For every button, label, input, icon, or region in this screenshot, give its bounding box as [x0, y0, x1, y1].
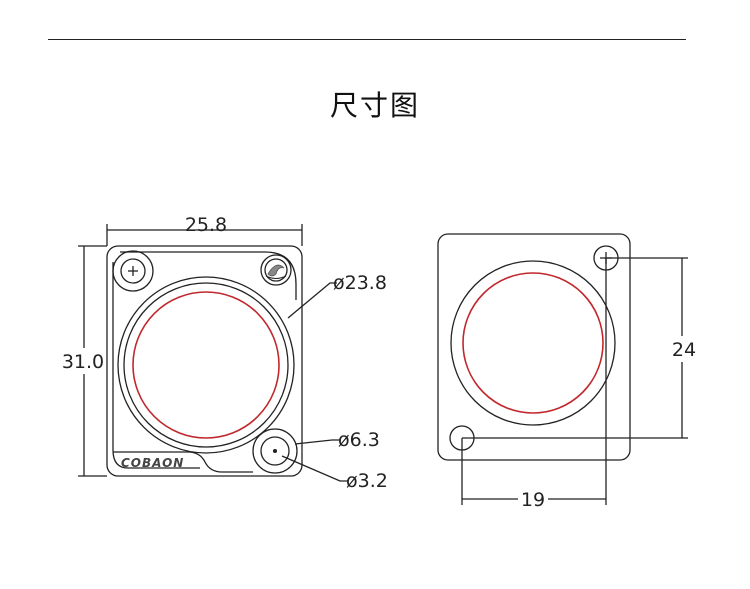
back-plate-outline [437, 233, 631, 461]
front-view: COBAON 25.8 31.0 ø23.8 ø6.3 ø3.2 [62, 214, 388, 492]
height-dimension-label: 31.0 [62, 351, 104, 373]
front-red-ring [132, 291, 280, 439]
logo-icon [260, 254, 292, 286]
height-label-bg [62, 348, 106, 374]
width-dimension-label: 25.8 [185, 214, 227, 236]
top-divider [48, 39, 686, 40]
vertical-spacing-label: 24 [672, 339, 696, 361]
hole-inner-diameter-label: ø3.2 [346, 470, 388, 492]
front-bore-outer [117, 276, 295, 454]
vertical-label-bg [668, 336, 700, 362]
hole-outer-diameter-label: ø6.3 [338, 429, 380, 451]
large-diameter-label: ø23.8 [333, 272, 387, 294]
large-diameter-leader [287, 282, 337, 319]
front-plate-inner-contour [112, 251, 297, 469]
page-title: 尺寸图 [329, 89, 420, 122]
back-bore-outer [450, 260, 616, 426]
brand-plate-outline [113, 451, 253, 473]
hole-inner-leader [281, 455, 348, 482]
front-top-hole-boss [112, 250, 154, 292]
front-bottom-hole-center [272, 448, 278, 454]
back-red-ring [462, 272, 604, 414]
front-bore-inner [123, 282, 289, 448]
hole-outer-leader [294, 439, 340, 445]
front-bottom-hole-boss [252, 428, 298, 474]
front-top-hole [120, 258, 146, 284]
front-bottom-hole [260, 436, 290, 466]
back-view: 24 19 [437, 233, 700, 512]
horizontal-spacing-label: 19 [521, 489, 545, 511]
horizontal-label-bg [518, 488, 548, 512]
brand-text: COBAON [121, 456, 184, 470]
front-plate-outline [106, 245, 303, 477]
